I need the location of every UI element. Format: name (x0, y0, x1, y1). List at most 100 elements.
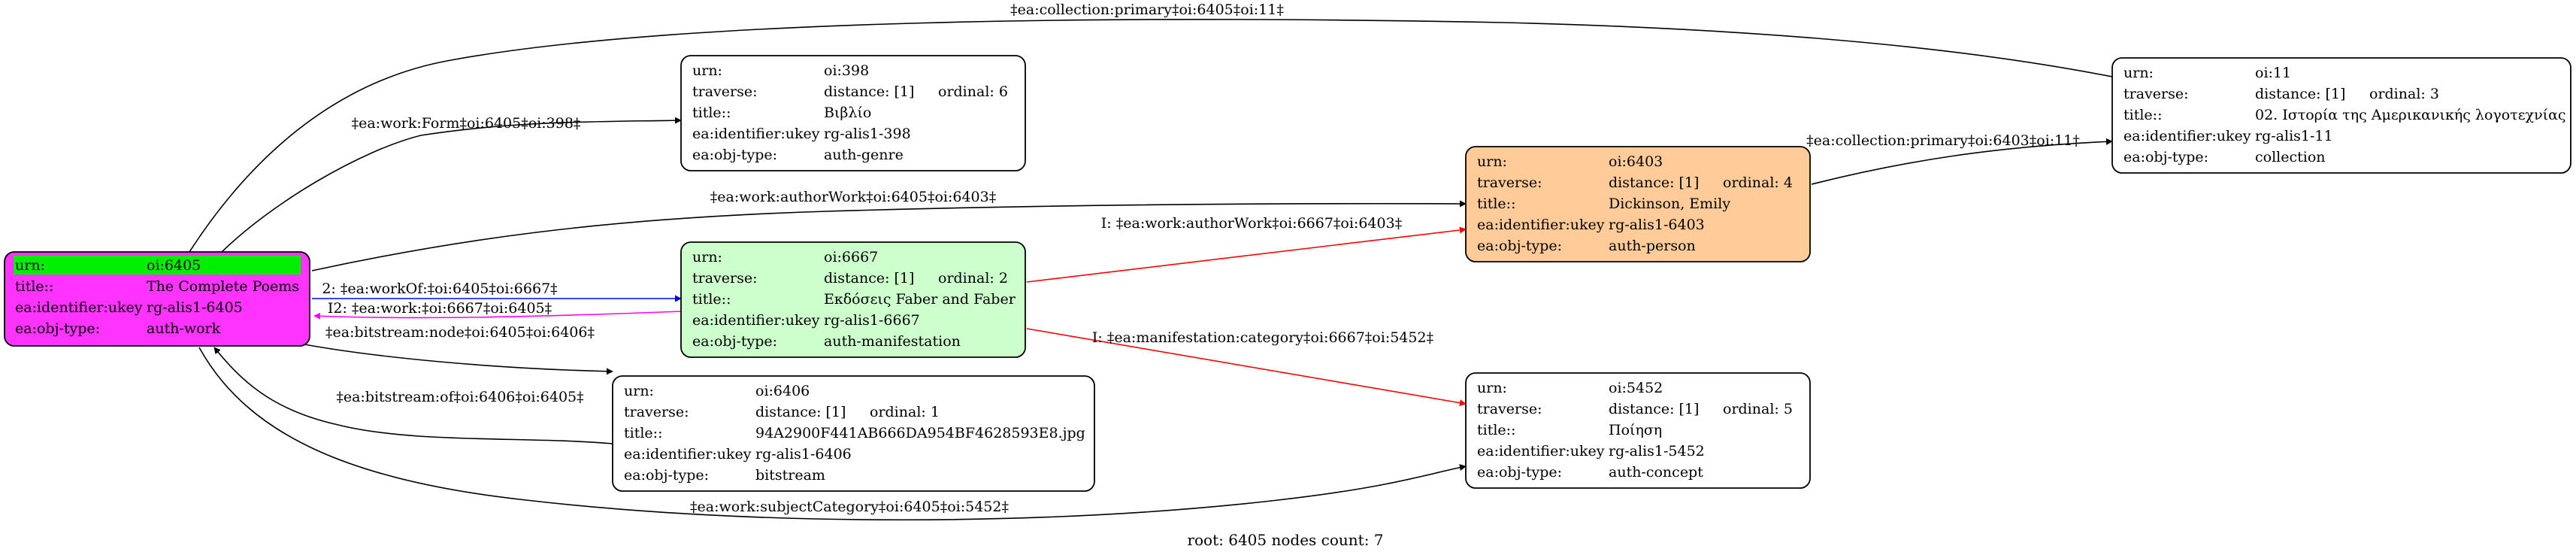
edge-author-work-root (311, 200, 1467, 271)
n6406-title-label: title:: (624, 425, 662, 441)
n11-ukey-value: rg-alis1-11 (2255, 128, 2333, 144)
n5452-title-value: Ποίηση (1609, 422, 1662, 438)
edge-label-bitstream-node: ‡ea:bitstream:node‡oi:6405‡oi:6406‡ (325, 324, 595, 341)
root-ukey-value: rg-alis1-6405 (147, 299, 243, 316)
edge-work-form (217, 117, 682, 256)
n398-objtype-value: auth-genre (824, 147, 904, 163)
edge-bitstream-node (304, 344, 613, 375)
n6406-distance: distance: [1] (755, 404, 846, 420)
n11-objtype-label: ea:obj-type: (2123, 149, 2208, 165)
n5452-traverse-label: traverse: (1477, 401, 1542, 417)
edge-work-back (313, 311, 682, 320)
n398-traverse-label: traverse: (692, 83, 758, 100)
root-urn-label: urn: (15, 257, 45, 274)
n398-ukey-value: rg-alis1-398 (824, 126, 911, 142)
n5452-ordinal: ordinal: 5 (1723, 401, 1793, 417)
node-398[interactable]: urn: oi:398 traverse: distance: [1] ordi… (680, 55, 1026, 171)
n6667-distance: distance: [1] (824, 270, 914, 287)
n6403-ukey-value: rg-alis1-6403 (1609, 217, 1705, 233)
n11-ukey-label: ea:identifier:ukey (2123, 128, 2251, 144)
n5452-title-label: title:: (1477, 422, 1515, 438)
graph-footer: root: 6405 nodes count: 7 (1187, 531, 1383, 549)
n5452-objtype-label: ea:obj-type: (1477, 464, 1562, 481)
edge-collection-primary-6403 (1811, 138, 2113, 185)
node-6406[interactable]: urn: oi:6406 traverse: distance: [1] ord… (612, 375, 1095, 492)
n5452-ukey-label: ea:identifier:ukey (1477, 443, 1605, 459)
n6403-urn-label: urn: (1477, 153, 1507, 170)
n5452-urn-label: urn: (1477, 380, 1507, 396)
node-root-6405[interactable]: urn: oi:6405 title:: The Complete Poems … (4, 251, 310, 347)
n6403-objtype-label: ea:obj-type: (1477, 238, 1562, 254)
n6667-urn-label: urn: (692, 249, 722, 265)
node-6667[interactable]: urn: oi:6667 traverse: distance: [1] ord… (680, 241, 1026, 358)
root-urn-highlight (14, 256, 301, 274)
n6667-urn-value: oi:6667 (824, 249, 878, 265)
edge-label-author-work-root: ‡ea:work:authorWork‡oi:6405‡oi:6403‡ (710, 189, 996, 205)
root-ukey-label: ea:identifier:ukey (15, 299, 143, 316)
n398-title-value: Βιβλίο (824, 105, 871, 121)
n6667-traverse-label: traverse: (692, 270, 758, 287)
edge-manifestation-category (1026, 328, 1467, 407)
n6406-objtype-label: ea:obj-type: (624, 467, 709, 484)
n398-objtype-label: ea:obj-type: (692, 147, 777, 163)
edge-label-collection-primary-6403: ‡ea:collection:primary‡oi:6403‡oi:11‡ (1806, 132, 2080, 149)
n11-ordinal: ordinal: 3 (2369, 86, 2439, 102)
n6403-ordinal: ordinal: 4 (1723, 174, 1793, 191)
n6403-objtype-value: auth-person (1609, 238, 1696, 254)
n6406-urn-label: urn: (624, 383, 654, 399)
n6406-ukey-value: rg-alis1-6406 (755, 446, 852, 462)
n6667-objtype-value: auth-manifestation (824, 333, 961, 350)
n6403-title-label: title:: (1477, 196, 1515, 212)
root-title-value: The Complete Poems (147, 278, 299, 295)
node-11[interactable]: urn: oi:11 traverse: distance: [1] ordin… (2111, 57, 2571, 174)
n6667-ordinal: ordinal: 2 (938, 270, 1008, 287)
edge-author-work-6667 (1026, 226, 1467, 283)
n6403-title-value: Dickinson, Emily (1609, 196, 1730, 212)
n6406-urn-value: oi:6406 (755, 383, 810, 399)
n398-ukey-label: ea:identifier:ukey (692, 126, 820, 142)
n11-distance: distance: [1] (2255, 86, 2345, 102)
edge-label-collection-primary-root: ‡ea:collection:primary‡oi:6405‡oi:11‡ (1010, 2, 1284, 18)
n6667-ukey-value: rg-alis1-6667 (824, 312, 920, 329)
edge-label-subject-category: ‡ea:work:subjectCategory‡oi:6405‡oi:5452… (690, 499, 1009, 515)
n6667-title-value: Εκδόσεις Faber and Faber (824, 291, 1016, 308)
n6406-ukey-label: ea:identifier:ukey (624, 446, 752, 462)
n11-traverse-label: traverse: (2123, 86, 2189, 102)
n6406-traverse-label: traverse: (624, 404, 689, 420)
n398-urn-label: urn: (692, 62, 722, 79)
edge-subject-category (198, 347, 1467, 521)
n6667-ukey-label: ea:identifier:ukey (692, 312, 820, 329)
n398-title-label: title:: (692, 105, 731, 121)
n398-urn-value: oi:398 (824, 62, 869, 79)
edge-label-work-of: 2: ‡ea:workOf:‡oi:6405‡oi:6667‡ (322, 281, 557, 297)
n6403-distance: distance: [1] (1609, 174, 1699, 191)
n6403-traverse-label: traverse: (1477, 174, 1542, 191)
n5452-ukey-value: rg-alis1-5452 (1609, 443, 1705, 459)
n6406-ordinal: ordinal: 1 (870, 404, 940, 420)
n6406-objtype-value: bitstream (755, 467, 825, 484)
node-5452[interactable]: urn: oi:5452 traverse: distance: [1] ord… (1465, 372, 1811, 489)
n11-urn-label: urn: (2123, 65, 2154, 81)
edge-label-bitstream-of: ‡ea:bitstream:of‡oi:6406‡oi:6405‡ (336, 389, 583, 405)
n6403-ukey-label: ea:identifier:ukey (1477, 217, 1605, 233)
node-6403[interactable]: urn: oi:6403 traverse: distance: [1] ord… (1465, 146, 1811, 262)
edge-label-manifestation-category: I: ‡ea:manifestation:category‡oi:6667‡oi… (1092, 329, 1433, 346)
edge-label-author-work-6667: I: ‡ea:work:authorWork‡oi:6667‡oi:6403‡ (1101, 215, 1402, 232)
n11-title-value: 02. Ιστορία της Αμερικανικής λογοτεχνίας (2255, 107, 2566, 123)
root-urn-value: oi:6405 (147, 257, 201, 274)
root-objtype-value: auth-work (147, 320, 221, 337)
edge-bitstream-of (213, 347, 613, 444)
n11-urn-value: oi:11 (2255, 65, 2291, 81)
root-title-label: title:: (15, 278, 53, 295)
edge-collection-primary-root (189, 19, 2120, 253)
n5452-urn-value: oi:5452 (1609, 380, 1663, 396)
edge-label-work-back: I2: ‡ea:work:‡oi:6667‡oi:6405‡ (328, 300, 552, 317)
n398-distance: distance: [1] (824, 83, 914, 100)
n5452-distance: distance: [1] (1609, 401, 1699, 417)
n6403-urn-value: oi:6403 (1609, 153, 1663, 170)
n11-title-label: title:: (2123, 107, 2162, 123)
n6667-objtype-label: ea:obj-type: (692, 333, 777, 350)
n11-objtype-value: collection (2255, 149, 2326, 165)
n5452-objtype-value: auth-concept (1609, 464, 1703, 481)
